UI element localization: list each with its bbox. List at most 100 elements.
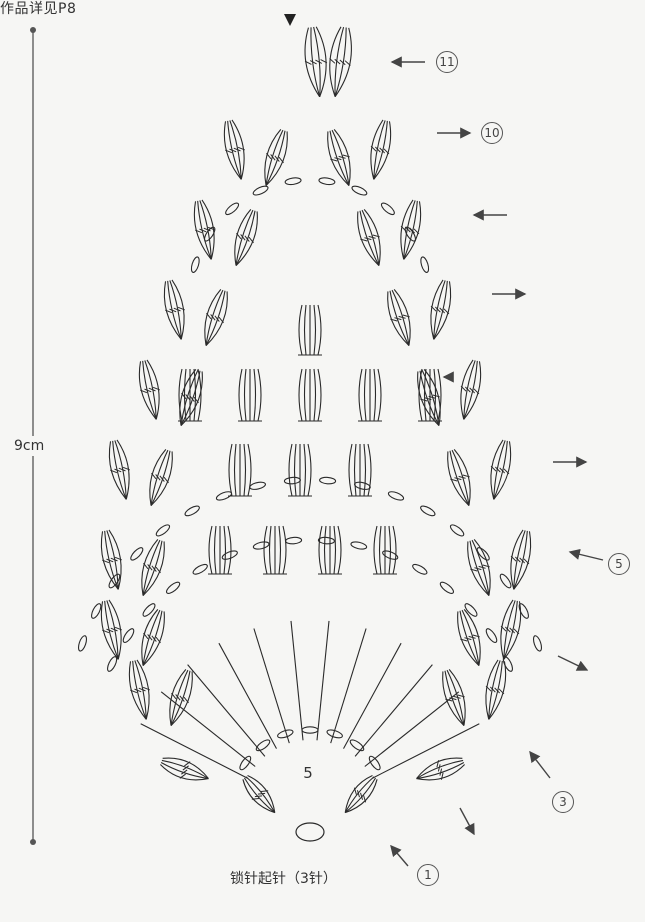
chain-stitch (419, 504, 436, 517)
pineapple-stitch (224, 526, 226, 574)
pineapple-stitch (314, 369, 316, 421)
chain-stitch (224, 201, 240, 216)
pineapple-stitch (318, 369, 321, 421)
pineapple-stitch (258, 369, 261, 421)
fan-spoke (219, 643, 277, 748)
stitch-cluster (162, 667, 198, 728)
chain-stitch (252, 184, 269, 196)
stitch-cluster (124, 659, 155, 722)
chain-stitch (249, 481, 266, 491)
stitch-cluster (158, 752, 212, 787)
chain-stitch (302, 727, 318, 733)
pineapple-stitch (270, 526, 272, 574)
stitch-cluster (142, 447, 178, 508)
fan-spoke (317, 621, 329, 740)
stitch-cluster (382, 287, 418, 348)
chain-stitch (141, 602, 157, 618)
pineapple-stitch (389, 526, 391, 574)
stitch-cluster (302, 26, 331, 98)
stitch-cluster (442, 447, 478, 508)
round-marker-11: 11 (436, 51, 458, 73)
stitch-cluster (504, 529, 535, 592)
chain-stitch (484, 627, 498, 644)
chain-stitch (284, 477, 300, 485)
stitch-cluster (96, 529, 127, 592)
arrow-row-3 (530, 752, 550, 778)
pineapple-stitch (279, 526, 281, 574)
tall-stitch (239, 777, 275, 817)
stitch-cluster (462, 537, 498, 598)
chain-stitch (318, 537, 334, 545)
chain-stitch (121, 627, 135, 644)
stitch-cluster (394, 199, 425, 262)
chain-stitch (439, 580, 456, 595)
pineapple-stitch (374, 526, 377, 574)
pineapple-stitch (295, 444, 297, 496)
chain-stitch (351, 184, 368, 196)
stitch-cluster (352, 207, 388, 268)
fan-spoke (344, 643, 402, 748)
chain-stitch (463, 602, 479, 618)
tall-stitch (345, 777, 381, 817)
chain-stitch (253, 541, 270, 551)
fan-spoke (291, 621, 303, 740)
stitch-cluster (324, 26, 355, 98)
pineapple-stitch (365, 369, 367, 421)
pineapple-stitch (314, 305, 316, 355)
fan-spoke (254, 629, 289, 744)
chain-stitch (155, 523, 172, 538)
stitch-cluster (104, 439, 135, 502)
chain-stitch (411, 563, 428, 577)
stitch-cluster (227, 207, 263, 268)
pineapple-stitch (245, 369, 247, 421)
stitch-cluster (238, 772, 281, 819)
chain-stitch (349, 738, 366, 753)
stitch-cluster (494, 599, 525, 662)
chain-stitch (192, 563, 209, 577)
round-marker-1: 1 (417, 864, 439, 886)
fan-spoke (331, 629, 366, 744)
stitch-cluster (413, 752, 467, 787)
stitch-cluster (197, 287, 233, 348)
fan-spoke (372, 724, 479, 779)
pineapple-stitch (289, 444, 292, 496)
chain-stitch (90, 602, 103, 619)
stitch-cluster (364, 119, 395, 182)
pineapple-stitch (349, 444, 352, 496)
chain-stitch (277, 728, 294, 739)
chain-stitch (165, 580, 182, 595)
pineapple-stitch (318, 305, 321, 355)
pineapple-stitch (228, 526, 231, 574)
pineapple-stitch (264, 526, 267, 574)
fan-spoke (141, 724, 248, 779)
fan-spoke (365, 692, 459, 767)
round-marker-5: 5 (608, 553, 630, 575)
pineapple-stitch (319, 526, 322, 574)
pineapple-stitch (305, 305, 307, 355)
pineapple-stitch (308, 444, 311, 496)
chain-stitch (449, 523, 466, 538)
pineapple-stitch (215, 526, 217, 574)
pineapple-stitch (254, 369, 256, 421)
scale-label: 9cm (14, 436, 44, 456)
stitch-cluster (134, 537, 170, 598)
pineapple-stitch (244, 444, 246, 496)
stitch-cluster (437, 667, 473, 728)
pineapple-stitch (209, 526, 212, 574)
stitch-group (77, 26, 543, 841)
chain-stitch (350, 541, 367, 551)
pineapple-stitch (239, 369, 242, 421)
arrow-row-5 (570, 552, 603, 560)
pineapple-stitch (380, 526, 382, 574)
pineapple-stitch (364, 444, 366, 496)
start-triangle-icon (284, 14, 296, 26)
direction-arrows (391, 62, 645, 866)
chain-stitch (184, 504, 201, 517)
stitch-cluster (322, 127, 358, 188)
chain-stitch (129, 546, 145, 562)
chain-stitch (285, 177, 302, 186)
pineapple-stitch (355, 444, 357, 496)
center-number: 5 (303, 764, 313, 782)
pineapple-stitch (283, 526, 286, 574)
stitch-cluster (189, 199, 220, 262)
